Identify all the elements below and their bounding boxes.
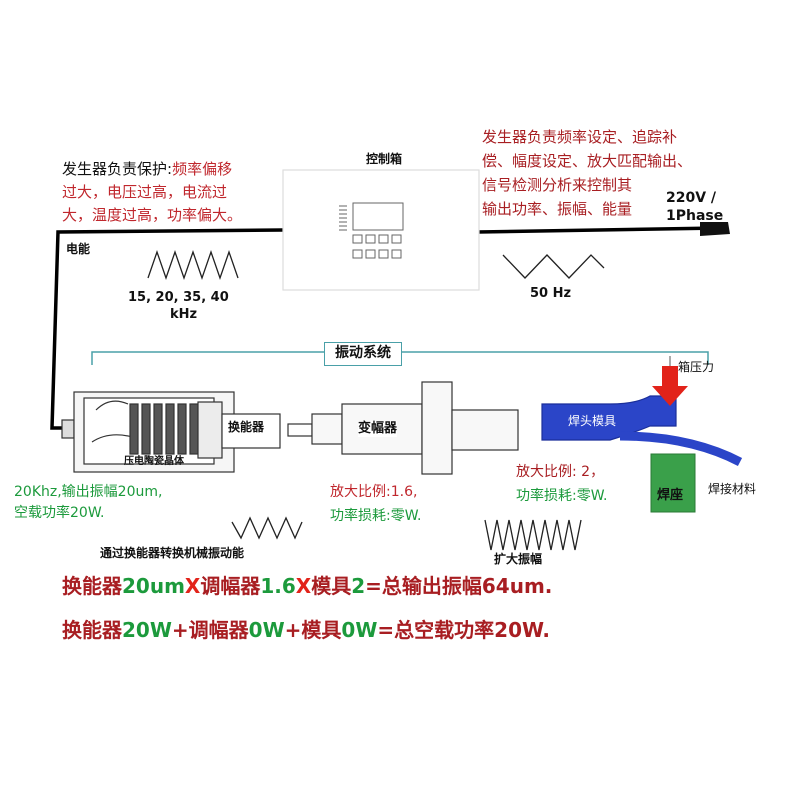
formula2-total-label: 总空载功率 <box>394 618 495 642</box>
formula1-total-label: 总输出振幅 <box>381 574 482 598</box>
generator-note-line4: 输出功率、振幅、能量 <box>482 200 633 218</box>
weld-seat-label: 焊座 <box>657 488 684 503</box>
amplify-note: 扩大振幅 <box>494 552 543 566</box>
formula2-plus-1: + <box>171 618 189 642</box>
booster-loss: 功率损耗:零W. <box>330 508 421 526</box>
formula1-transducer-value: 20um <box>122 574 185 598</box>
formula1-booster: 调幅器 <box>200 574 261 598</box>
formula1-times-2: X <box>295 574 312 598</box>
output-cable <box>50 228 284 430</box>
weld-material-strip <box>619 431 743 466</box>
horn-ratio: 放大比例: 2， <box>516 464 604 482</box>
booster-ratio-value: :1.6, <box>386 484 418 500</box>
formula2-plus-2: + <box>284 618 302 642</box>
booster-loss-value: :零W. <box>386 508 422 524</box>
power-formula: 换能器20W+调幅器0W+模具0W=总空载功率20W. <box>62 618 550 643</box>
control-box-title: 控制箱 <box>366 152 403 166</box>
power-plug-icon <box>700 222 730 236</box>
transducer-spec-line1: 20Khz,输出振幅20um, <box>14 484 163 500</box>
booster-label: 变幅器 <box>358 421 398 438</box>
formula2-transducer-value: 20W <box>122 618 172 642</box>
output-frequency-line2: kHz <box>170 307 198 322</box>
formula2-mold-value: 0W <box>341 618 378 642</box>
control-box-panel <box>339 202 404 259</box>
protection-note-value: 频率偏移 <box>172 160 233 178</box>
formula1-total-value: 64um. <box>481 574 553 598</box>
high-frequency-wave <box>147 250 239 280</box>
protection-note-label: 发生器负责保护: <box>62 160 173 178</box>
formula2-booster: 调幅器 <box>188 618 249 642</box>
horn-loss: 功率损耗:零W. <box>516 488 607 506</box>
formula1-transducer: 换能器 <box>62 574 122 598</box>
output-frequency-line1: 15, 20, 35, 40 <box>128 290 229 305</box>
input-frequency-label: 50 Hz <box>530 286 572 301</box>
formula2-transducer: 换能器 <box>62 618 122 642</box>
generator-note-line2: 偿、幅度设定、放大匹配输出、 <box>482 152 693 170</box>
conversion-note: 通过换能器转换机械振动能 <box>100 546 245 560</box>
weld-seat-block <box>650 453 696 513</box>
mains-frequency-wave <box>502 254 605 279</box>
weld-material-label: 焊接材料 <box>708 482 757 496</box>
piezo-crystal-label: 压电陶瓷晶体 <box>124 456 184 467</box>
booster-ratio-label: 放大比例 <box>330 484 386 500</box>
horn-ratio-label: 放大比例 <box>516 464 572 480</box>
formula1-times-1: X <box>184 574 201 598</box>
transducer-label: 换能器 <box>228 420 265 434</box>
electric-energy-label: 电能 <box>66 242 91 256</box>
pressure-arrow-icon <box>652 366 688 406</box>
transducer-spec-line2: 空载功率20W. <box>14 505 105 521</box>
protection-note-line1: 发生器负责保护:频率偏移 <box>62 160 232 179</box>
horn-loss-label: 功率损耗 <box>516 488 572 504</box>
formula1-booster-value: 1.6 <box>260 574 296 598</box>
formula2-booster-value: 0W <box>248 618 285 642</box>
mechanical-vibration-wave <box>231 516 303 540</box>
horn-mold-label: 焊头模具 <box>568 414 617 428</box>
formula2-equals: = <box>377 618 395 642</box>
horn-ratio-value: : 2， <box>572 464 605 480</box>
protection-note-line2: 过大，电压过高，电流过 <box>62 183 228 201</box>
formula2-mold: 模具 <box>301 618 342 642</box>
mains-cable <box>477 226 721 234</box>
power-input-line1: 220V / <box>666 190 717 206</box>
booster-ratio: 放大比例:1.6, <box>330 484 417 502</box>
generator-note-line3: 信号检测分析来控制其 <box>482 176 633 194</box>
pressure-label: 箱压力 <box>678 360 715 374</box>
formula2-total-value: 20W. <box>494 618 551 642</box>
horn-mold <box>541 395 677 441</box>
protection-note-line3: 大，温度过高，功率偏大。 <box>62 206 243 224</box>
booster-unit <box>311 381 519 475</box>
transducer-unit <box>61 391 313 473</box>
power-input-line2: 1Phase <box>666 208 724 224</box>
amplitude-formula: 换能器20umX调幅器1.6X模具2=总输出振幅64um. <box>62 574 552 599</box>
vibration-system-label: 振动系统 <box>324 342 402 366</box>
booster-loss-label: 功率损耗 <box>330 508 386 524</box>
horn-loss-value: :零W. <box>572 488 608 504</box>
formula1-mold-value: 2 <box>351 574 366 598</box>
formula1-mold: 模具 <box>311 574 352 598</box>
amplified-vibration-wave <box>484 519 582 551</box>
formula1-equals: = <box>365 574 382 598</box>
generator-note-line1: 发生器负责频率设定、追踪补 <box>482 128 678 146</box>
